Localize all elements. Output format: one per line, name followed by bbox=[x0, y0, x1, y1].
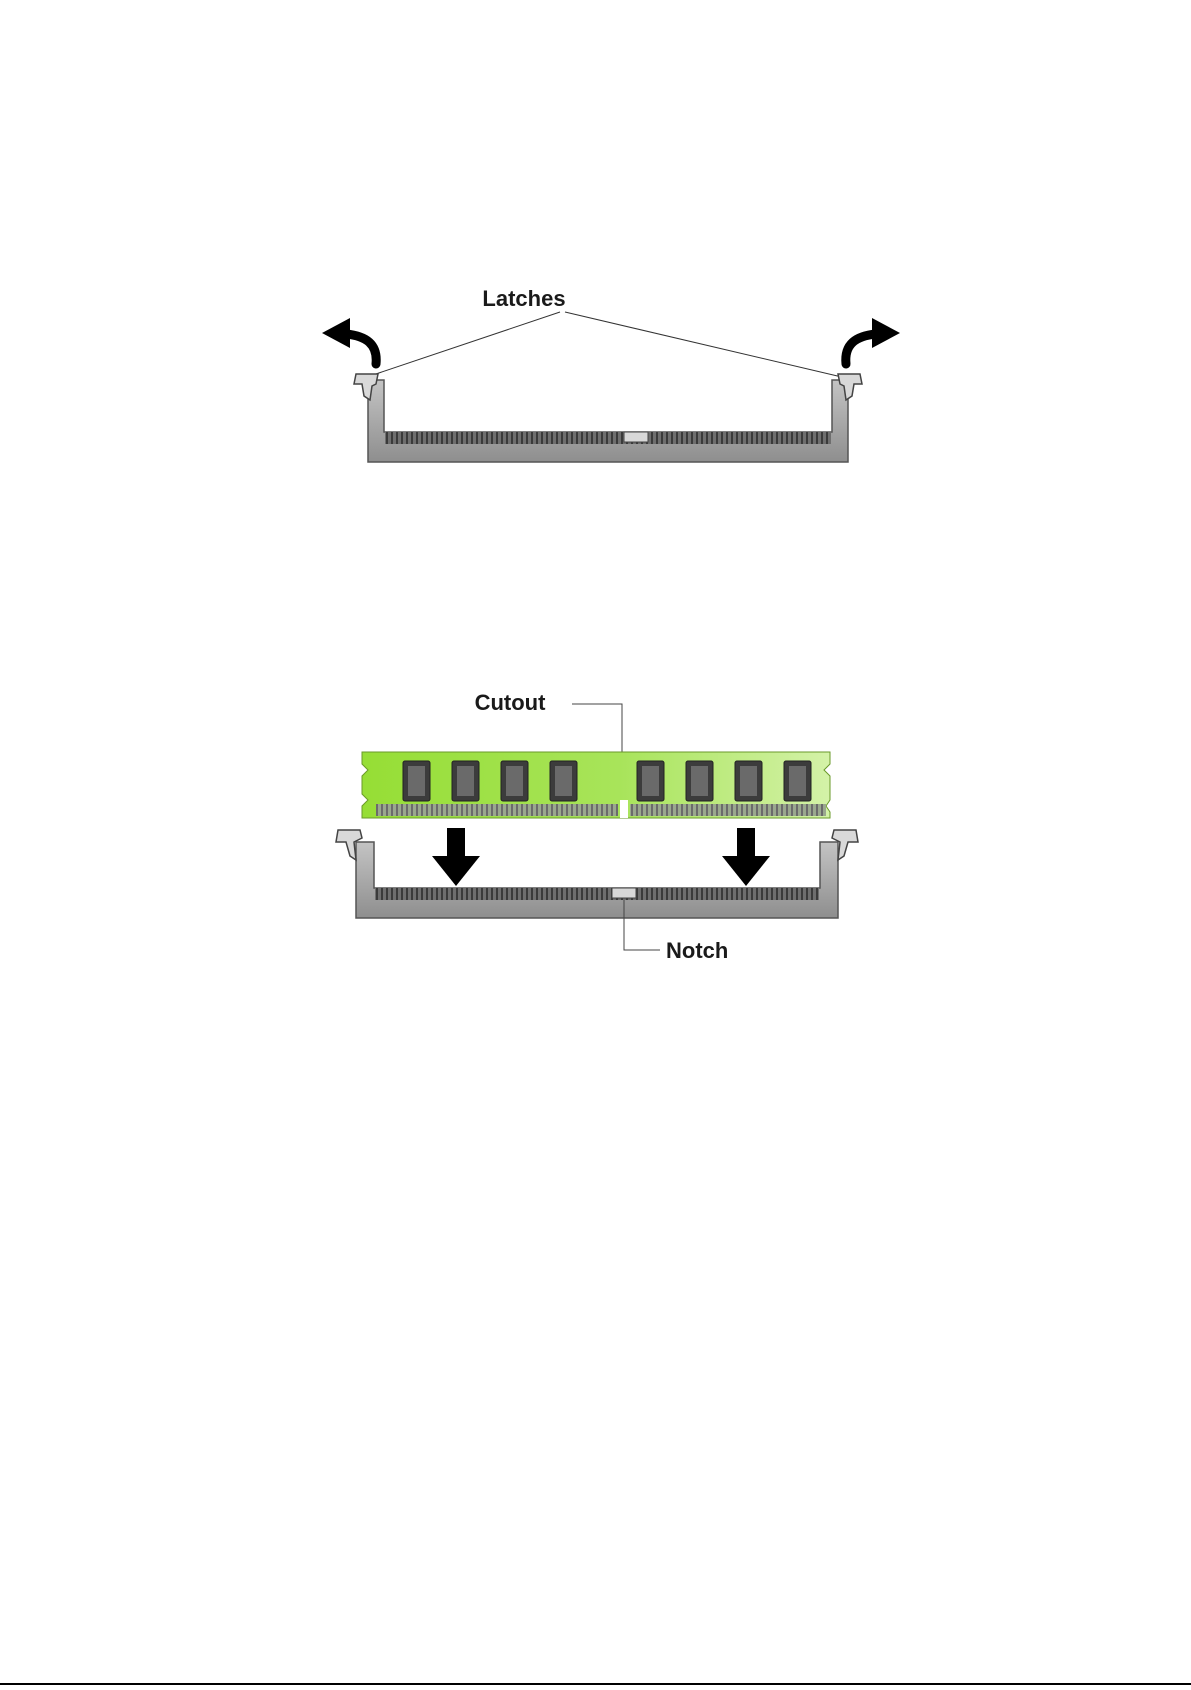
slot-key bbox=[624, 432, 648, 442]
memory-module bbox=[362, 752, 830, 818]
diagram-module-insertion: Cutout bbox=[336, 690, 858, 963]
module-cutout bbox=[620, 800, 628, 818]
curved-arrow-left-icon bbox=[322, 318, 376, 364]
slot-notch bbox=[612, 888, 636, 898]
slot-pins-2 bbox=[375, 888, 819, 900]
curved-arrow-right-icon bbox=[846, 318, 900, 364]
latches-label: Latches bbox=[482, 286, 565, 311]
dimm-slot-open bbox=[368, 380, 848, 462]
slot-pins bbox=[385, 432, 831, 444]
module-contacts-left bbox=[376, 804, 618, 816]
dimm-slot bbox=[356, 842, 838, 918]
notch-label: Notch bbox=[666, 938, 728, 963]
down-arrow-right-icon bbox=[722, 828, 770, 886]
down-arrow-left-icon bbox=[432, 828, 480, 886]
diagram-latches-open: Latches bbox=[322, 286, 900, 462]
latches-leader-left bbox=[364, 312, 560, 378]
cutout-label: Cutout bbox=[475, 690, 547, 715]
module-contacts-right bbox=[630, 804, 826, 816]
latches-leader-right bbox=[565, 312, 846, 378]
